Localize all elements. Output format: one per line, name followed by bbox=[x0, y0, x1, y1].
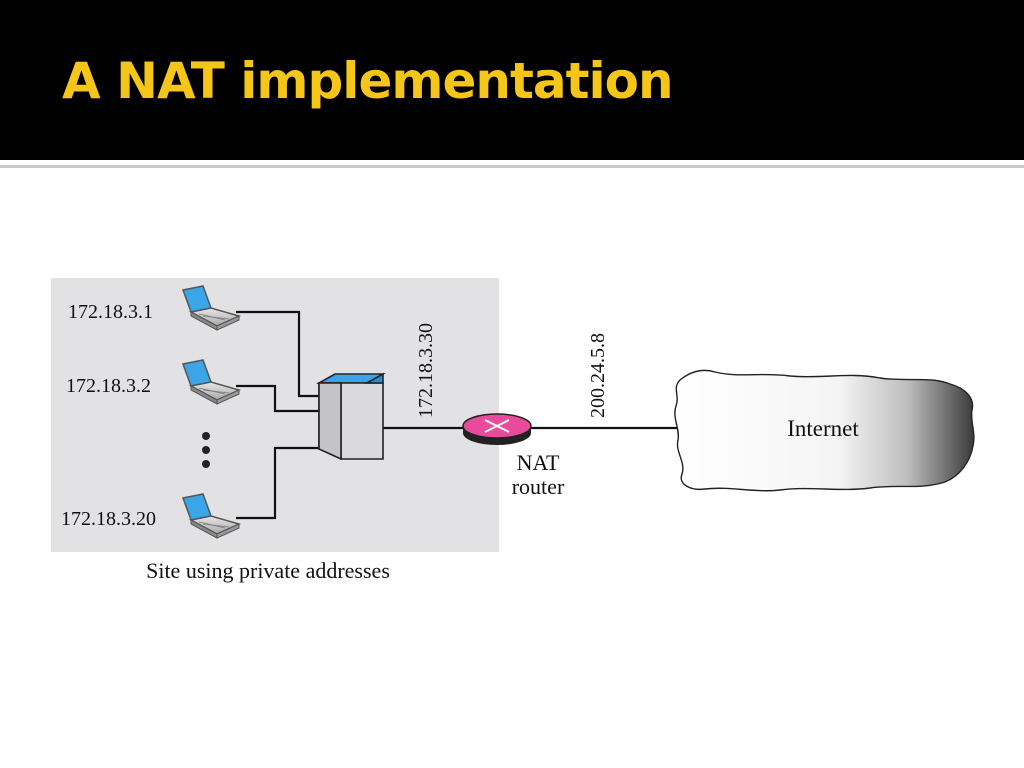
wire-host-20 bbox=[236, 446, 319, 520]
title-rule-gray bbox=[0, 165, 1024, 168]
laptop-icon bbox=[181, 493, 242, 539]
internet-cloud-icon bbox=[674, 369, 975, 492]
router-label-line2: router bbox=[512, 474, 565, 499]
slide-title: A NAT implementation bbox=[62, 52, 674, 110]
router-public-address: 200.24.5.8 bbox=[587, 333, 609, 418]
switch-uplink-address: 172.18.3.30 bbox=[415, 323, 437, 418]
title-bar: A NAT implementation bbox=[0, 0, 1024, 160]
nat-router-icon bbox=[462, 413, 532, 445]
wire-host-1 bbox=[236, 310, 319, 398]
lan-wires bbox=[236, 310, 319, 520]
site-caption: Site using private addresses bbox=[146, 558, 390, 583]
wire-host-2 bbox=[236, 384, 319, 413]
more-hosts-ellipsis-icon bbox=[202, 432, 210, 468]
title-rule-white bbox=[0, 160, 1024, 163]
host-address-label: 172.18.3.2 bbox=[66, 375, 151, 397]
host-address-label: 172.18.3.20 bbox=[61, 508, 156, 530]
router-label-line1: NAT bbox=[517, 450, 560, 475]
switch-icon bbox=[315, 372, 387, 461]
host-address-label: 172.18.3.1 bbox=[68, 301, 153, 323]
laptop-icon bbox=[181, 359, 242, 405]
laptop-icon bbox=[181, 285, 242, 331]
cloud-label: Internet bbox=[787, 416, 859, 441]
